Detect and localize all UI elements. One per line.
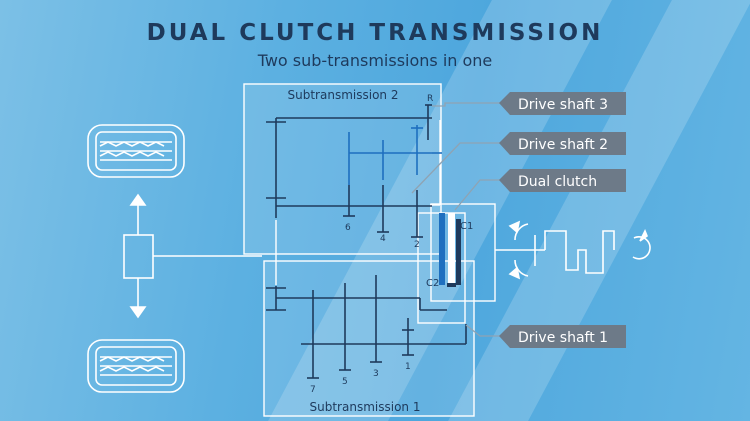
gear-label-2: 2 [414, 240, 420, 250]
drive-shaft-2-label: Drive shaft 2 [518, 137, 608, 153]
dual-clutch [439, 213, 461, 287]
gear-label-6: 6 [345, 223, 351, 233]
diagram-title: DUAL CLUTCH TRANSMISSION [146, 20, 604, 46]
gear-label-4: 4 [380, 234, 386, 244]
wheel-top-icon [87, 124, 185, 178]
gear-label-1: 1 [405, 362, 411, 372]
callout-connectors [411, 102, 500, 337]
subtransmission-1-label: Subtransmission 1 [310, 400, 421, 414]
callout-drive-shaft-1: Drive shaft 1 [499, 325, 626, 348]
subtransmission-1-box [263, 260, 475, 417]
dual-clutch-label: Dual clutch [518, 174, 597, 190]
clutch-c2-label: C2 [426, 278, 439, 289]
drive-shaft-1-label: Drive shaft 1 [518, 330, 608, 346]
drive-shaft-3-label: Drive shaft 3 [518, 97, 608, 113]
engine-input [495, 220, 651, 280]
subtransmission-2-mechanics [266, 104, 432, 238]
subtransmission-2-box [243, 83, 442, 255]
gear-label-r: R [427, 94, 433, 104]
subtransmission-1-mechanics [266, 275, 467, 379]
gear-label-3: 3 [373, 369, 379, 379]
wheel-bottom-icon [87, 339, 185, 393]
subtransmission-2-blue-shaft [348, 125, 442, 185]
callout-dual-clutch: Dual clutch [499, 169, 626, 192]
callout-drive-shaft-2: Drive shaft 2 [499, 132, 626, 155]
clutch-c1-label: C1 [460, 221, 473, 232]
gear-label-5: 5 [342, 377, 348, 387]
diagram-subtitle: Two sub-transmissions in one [257, 51, 493, 70]
axle-differential [123, 193, 262, 319]
gear-label-7: 7 [310, 385, 316, 395]
callout-drive-shaft-3: Drive shaft 3 [499, 92, 626, 115]
subtransmission-2-label: Subtransmission 2 [288, 88, 399, 102]
